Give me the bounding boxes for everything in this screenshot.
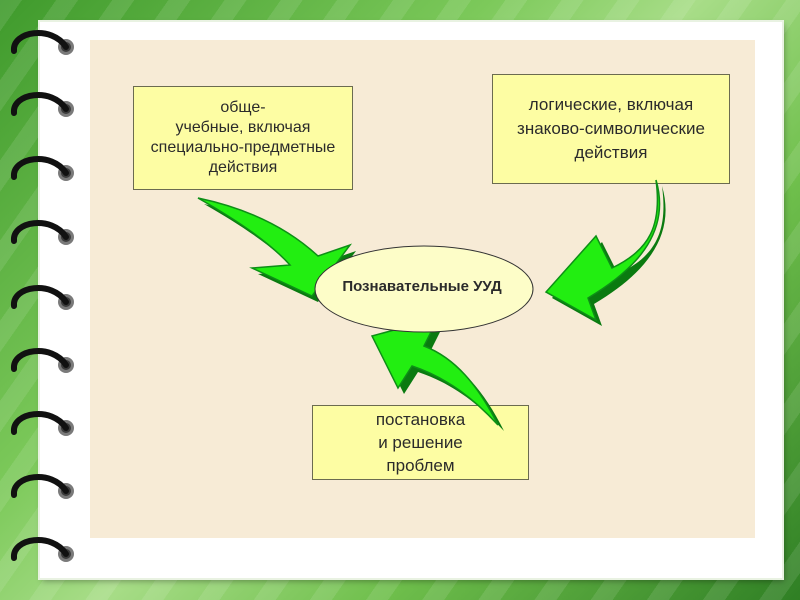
notebook-ring-icon: [11, 92, 74, 117]
arrow-bottom-icon: [370, 316, 504, 431]
notebook-ring-icon: [11, 30, 74, 55]
center-label: Познавательные УУД: [342, 278, 502, 295]
box-general-educational: обще- учебные, включая специально-предме…: [133, 86, 353, 190]
notebook-ring-icon: [11, 411, 74, 436]
notebook-ring-icon: [11, 156, 74, 181]
box-logical: логические, включая знаково-символически…: [492, 74, 730, 184]
arrow-right-icon: [544, 179, 666, 326]
notebook-ring-icon: [11, 220, 74, 245]
notebook-ring-icon: [11, 537, 74, 562]
notebook-ring-icon: [11, 474, 74, 499]
notebook-ring-icon: [11, 348, 74, 373]
center-ellipse: [314, 245, 534, 333]
box-problem-solving-text: постановка и решение проблем: [375, 410, 466, 475]
box-logical-text: логические, включая знаково-символически…: [517, 95, 705, 162]
box-general-educational-text: обще- учебные, включая специально-предме…: [150, 99, 336, 176]
notebook-ring-icon: [11, 285, 74, 310]
